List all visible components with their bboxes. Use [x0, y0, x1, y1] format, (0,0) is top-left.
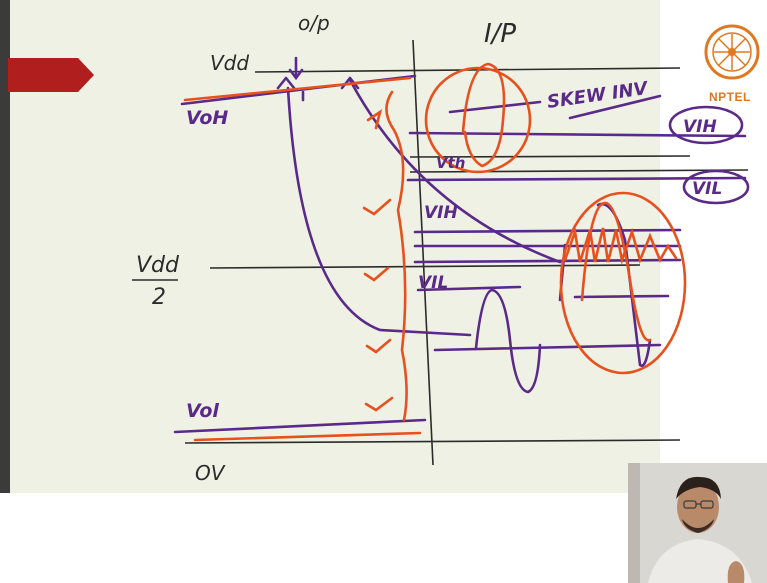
vil-circle-label: VIL — [692, 179, 722, 199]
nptel-logo-icon — [704, 24, 760, 80]
vih-label: VIH — [424, 203, 458, 223]
orange-vertical-wave — [385, 90, 408, 422]
ip-label: I/P — [484, 19, 516, 49]
vdd-half-bottom: 2 — [152, 285, 166, 310]
presenter-image — [628, 463, 767, 583]
left-edge-bar — [0, 0, 10, 493]
vol-line — [173, 418, 427, 434]
voh-label: VoH — [186, 107, 228, 129]
vih-circle-label: VIH — [683, 117, 717, 137]
vdd-half-line — [209, 264, 641, 269]
input-pulse — [474, 288, 542, 394]
center-divider — [412, 39, 434, 466]
vil-ellipse — [682, 169, 750, 205]
voh-orange-line — [183, 76, 412, 102]
nptel-logo-text: NPTEL — [709, 90, 751, 104]
noise-hatch — [563, 226, 678, 265]
vol-orange-line — [193, 431, 422, 442]
vdd-half-top: Vdd — [136, 253, 180, 278]
tick-mark-2 — [362, 198, 392, 216]
transfer-curve-1 — [286, 86, 472, 337]
input-wave-circle — [596, 202, 652, 368]
presenter-webcam — [628, 463, 767, 583]
vih-input-line — [413, 228, 682, 234]
skew-inv-label: SKEW INV — [546, 78, 651, 113]
distortion-circle — [559, 191, 687, 375]
transfer-curve-2 — [348, 78, 562, 264]
tick-mark-4 — [365, 338, 392, 354]
purple-strokes — [173, 56, 750, 434]
inverter-noise-margin-sketch: o/p I/P Vdd Vdd 2 OV VoH Vol SKEW INV Vt… — [132, 11, 750, 485]
slide-marker-arrow — [8, 58, 94, 92]
vth-line — [409, 155, 691, 158]
vol-label: Vol — [186, 400, 219, 422]
arrow-head-1 — [276, 76, 296, 90]
tick-mark-5 — [364, 396, 394, 412]
skew-wave — [461, 62, 506, 168]
skew-circle — [424, 66, 532, 174]
vdd-label: Vdd — [210, 51, 249, 75]
vil-input-line — [413, 258, 682, 264]
tick-mark-3 — [363, 266, 390, 282]
zero-v-label: OV — [195, 461, 226, 485]
vil-label: VIL — [418, 273, 448, 293]
vih-ellipse — [668, 105, 744, 145]
vth-label: Vth — [436, 154, 465, 172]
tick-mark-1 — [366, 109, 383, 130]
distorted-wave — [580, 201, 652, 342]
orange-strokes — [183, 62, 687, 442]
input-low-line — [433, 343, 662, 352]
op-label: o/p — [298, 11, 330, 35]
skew-underline — [568, 94, 662, 120]
vdd-arrow — [288, 56, 304, 81]
zero-v-line — [184, 439, 681, 444]
